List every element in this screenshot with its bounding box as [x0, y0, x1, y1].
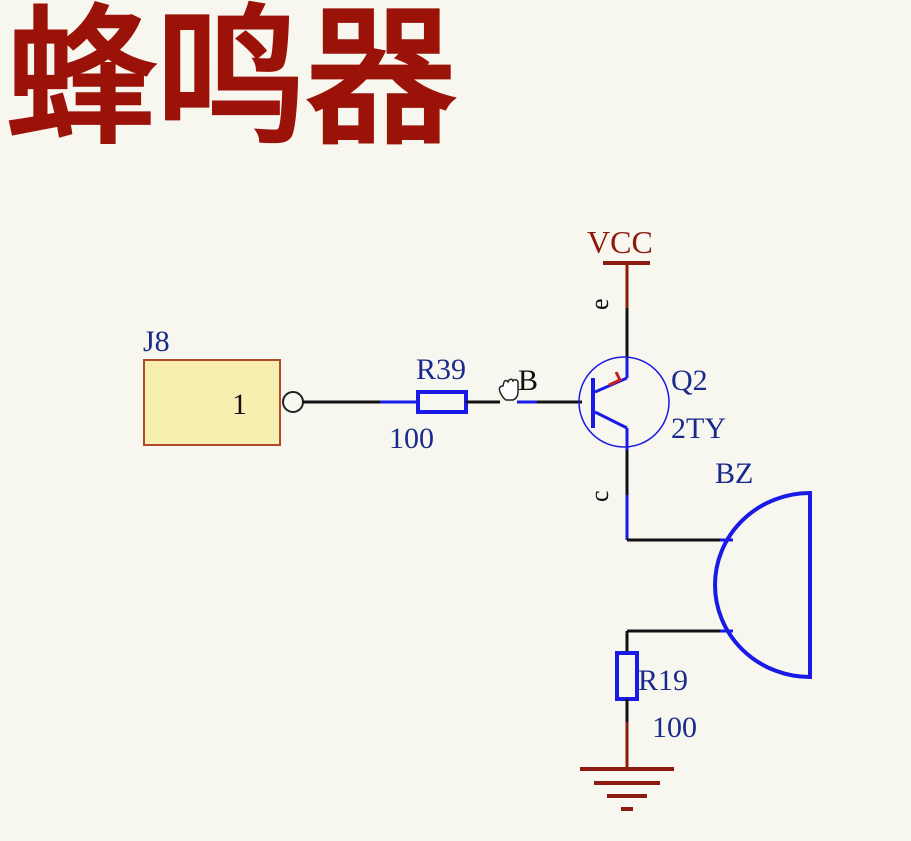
r19-value: 100 [652, 711, 697, 744]
resistor-r39[interactable]: R39 100 [389, 353, 468, 455]
page-title: 蜂鸣器 [6, 0, 457, 166]
buzzer-body [713, 490, 812, 680]
resistor-r19[interactable]: R19 100 [615, 651, 697, 744]
net-label-b: B [518, 364, 538, 397]
pin-terminal [282, 391, 304, 413]
emitter-arrow-icon [608, 371, 623, 387]
transistor-body [578, 356, 670, 448]
r39-designator: R39 [416, 353, 466, 386]
buzzer-designator: BZ [715, 457, 753, 490]
resistor-body [615, 651, 639, 701]
ground-icon[interactable] [580, 767, 674, 811]
connector-body [143, 359, 281, 446]
collector-label: c [585, 490, 614, 502]
hand-cursor-icon [498, 378, 519, 401]
r19-designator: R19 [638, 664, 688, 697]
emitter-label: e [585, 298, 614, 310]
connector-pin-number: 1 [232, 388, 247, 421]
r39-value: 100 [389, 422, 434, 455]
vcc-label: VCC [587, 224, 653, 260]
collector-diagonal [594, 410, 628, 430]
transistor-q2[interactable]: Q2 2TY [578, 356, 726, 450]
resistor-body [416, 390, 468, 414]
connector-j8[interactable]: J8 1 [143, 325, 304, 446]
q2-designator: Q2 [671, 364, 708, 397]
connector-designator: J8 [143, 325, 170, 358]
buzzer-bz[interactable]: BZ [713, 457, 812, 680]
q2-part: 2TY [671, 412, 726, 445]
vcc-power-port[interactable]: VCC [587, 224, 653, 308]
